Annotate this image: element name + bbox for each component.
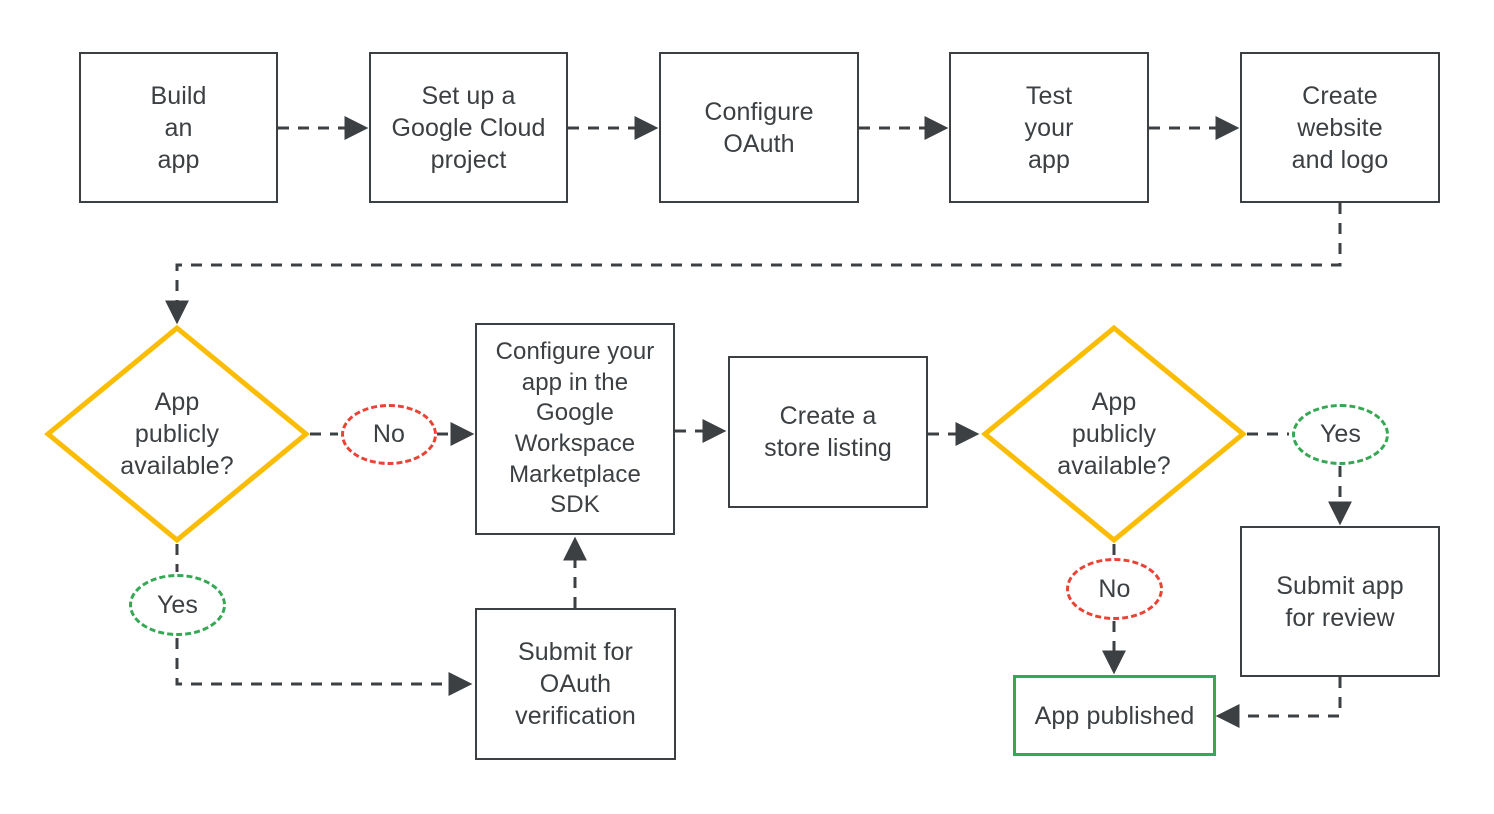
edge-label-no-left: No (341, 404, 437, 465)
node-configure-app-in-marketplace-sdk[interactable]: Configure your app in the Google Workspa… (475, 323, 675, 535)
edge-label-text: No (1098, 574, 1131, 603)
node-submit-app-for-review[interactable]: Submit app for review (1240, 526, 1440, 677)
node-label: Build an app (150, 81, 207, 174)
edge-yes-label-to-oauth-verification (175, 638, 473, 696)
edge-label-yes-left: Yes (129, 574, 226, 636)
diamond-shape (981, 324, 1247, 544)
node-app-published[interactable]: App published (1013, 675, 1216, 756)
node-label: Configure your app in the Google Workspa… (495, 337, 655, 519)
edge-website-to-decision1 (165, 203, 1342, 325)
node-create-website-and-logo[interactable]: Create website and logo (1240, 52, 1440, 203)
node-label: App publicly available? (1057, 388, 1171, 480)
node-label: Create website and logo (1291, 81, 1389, 174)
diamond-shape (44, 324, 310, 544)
node-label: Submit for OAuth verification (515, 638, 636, 730)
node-set-up-google-cloud-project[interactable]: Set up a Google Cloud project (369, 52, 568, 203)
edge-submit-review-to-app-published (1215, 677, 1342, 728)
edge-label-no-right: No (1066, 558, 1163, 620)
node-label: App publicly available? (120, 388, 234, 480)
edge-label-text: Yes (1319, 420, 1362, 448)
node-label: Configure OAuth (704, 97, 814, 158)
node-create-a-store-listing[interactable]: Create a store listing (728, 356, 928, 508)
node-test-your-app[interactable]: Test your app (949, 52, 1149, 203)
node-label: Submit app for review (1276, 571, 1404, 632)
node-decision-app-publicly-available-2[interactable]: App publicly available? (981, 324, 1247, 544)
node-submit-for-oauth-verification[interactable]: Submit for OAuth verification (475, 608, 676, 760)
node-decision-app-publicly-available-1[interactable]: App publicly available? (44, 324, 310, 544)
node-label: Set up a Google Cloud project (391, 81, 546, 174)
node-label: App published (1034, 701, 1195, 730)
edge-label-text: Yes (156, 590, 199, 619)
node-build-an-app[interactable]: Build an app (79, 52, 278, 203)
node-label: Create a store listing (764, 402, 892, 462)
edge-label-yes-right: Yes (1292, 404, 1389, 465)
edge-label-text: No (372, 420, 406, 448)
node-configure-oauth[interactable]: Configure OAuth (659, 52, 859, 203)
node-label: Test your app (1024, 81, 1074, 174)
